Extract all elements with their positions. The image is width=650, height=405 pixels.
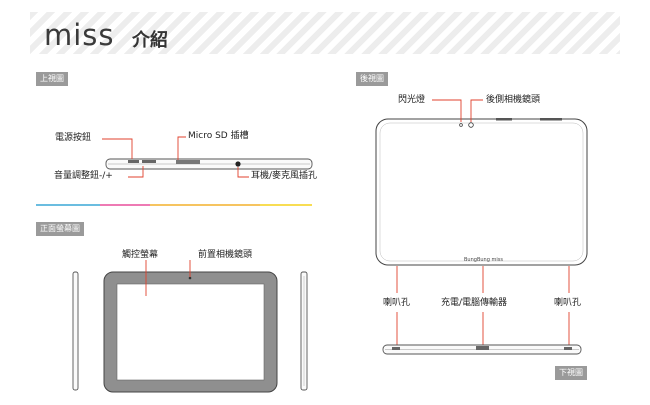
label-front-camera: 前置相機鏡頭 (198, 250, 253, 260)
label-flash: 閃光燈 (398, 95, 426, 105)
label-micro-sd-slot: Micro SD 插槽 (188, 131, 249, 141)
tag-top-view: 上視圖 (36, 72, 68, 86)
label-charging-port: 充電/電腦傳輸器 (441, 298, 508, 308)
device-logo-label: BungBung miss (464, 257, 503, 263)
label-volume-buttons: 音量調整鈕-/+ (54, 171, 113, 181)
back-view-device (375, 118, 588, 266)
bottom-view-device (382, 344, 582, 355)
label-power-button: 電源按鈕 (55, 133, 92, 143)
tag-bottom-view: 下視圖 (555, 366, 587, 380)
label-speaker-right: 喇叭孔 (554, 298, 582, 308)
tag-front-view: 正面螢幕圖 (36, 222, 84, 236)
front-side-profile-left (72, 271, 79, 391)
back-view-leaders (396, 99, 570, 346)
page-title: 介紹 (132, 30, 168, 51)
front-side-profile-right (300, 271, 308, 391)
top-view-device (105, 158, 313, 170)
label-speaker-left: 喇叭孔 (383, 298, 411, 308)
front-view-leaders (145, 260, 191, 296)
front-view-device (103, 271, 278, 393)
label-rear-camera: 後側相機鏡頭 (486, 95, 541, 105)
label-headphone-jack: 耳機/麥克風插孔 (251, 171, 318, 181)
brand-logo: miss (44, 18, 115, 52)
top-view-leaders (102, 136, 249, 178)
label-touchscreen: 觸控螢幕 (122, 250, 159, 260)
header-banner (30, 12, 620, 54)
tag-back-view: 後視圖 (356, 72, 388, 86)
